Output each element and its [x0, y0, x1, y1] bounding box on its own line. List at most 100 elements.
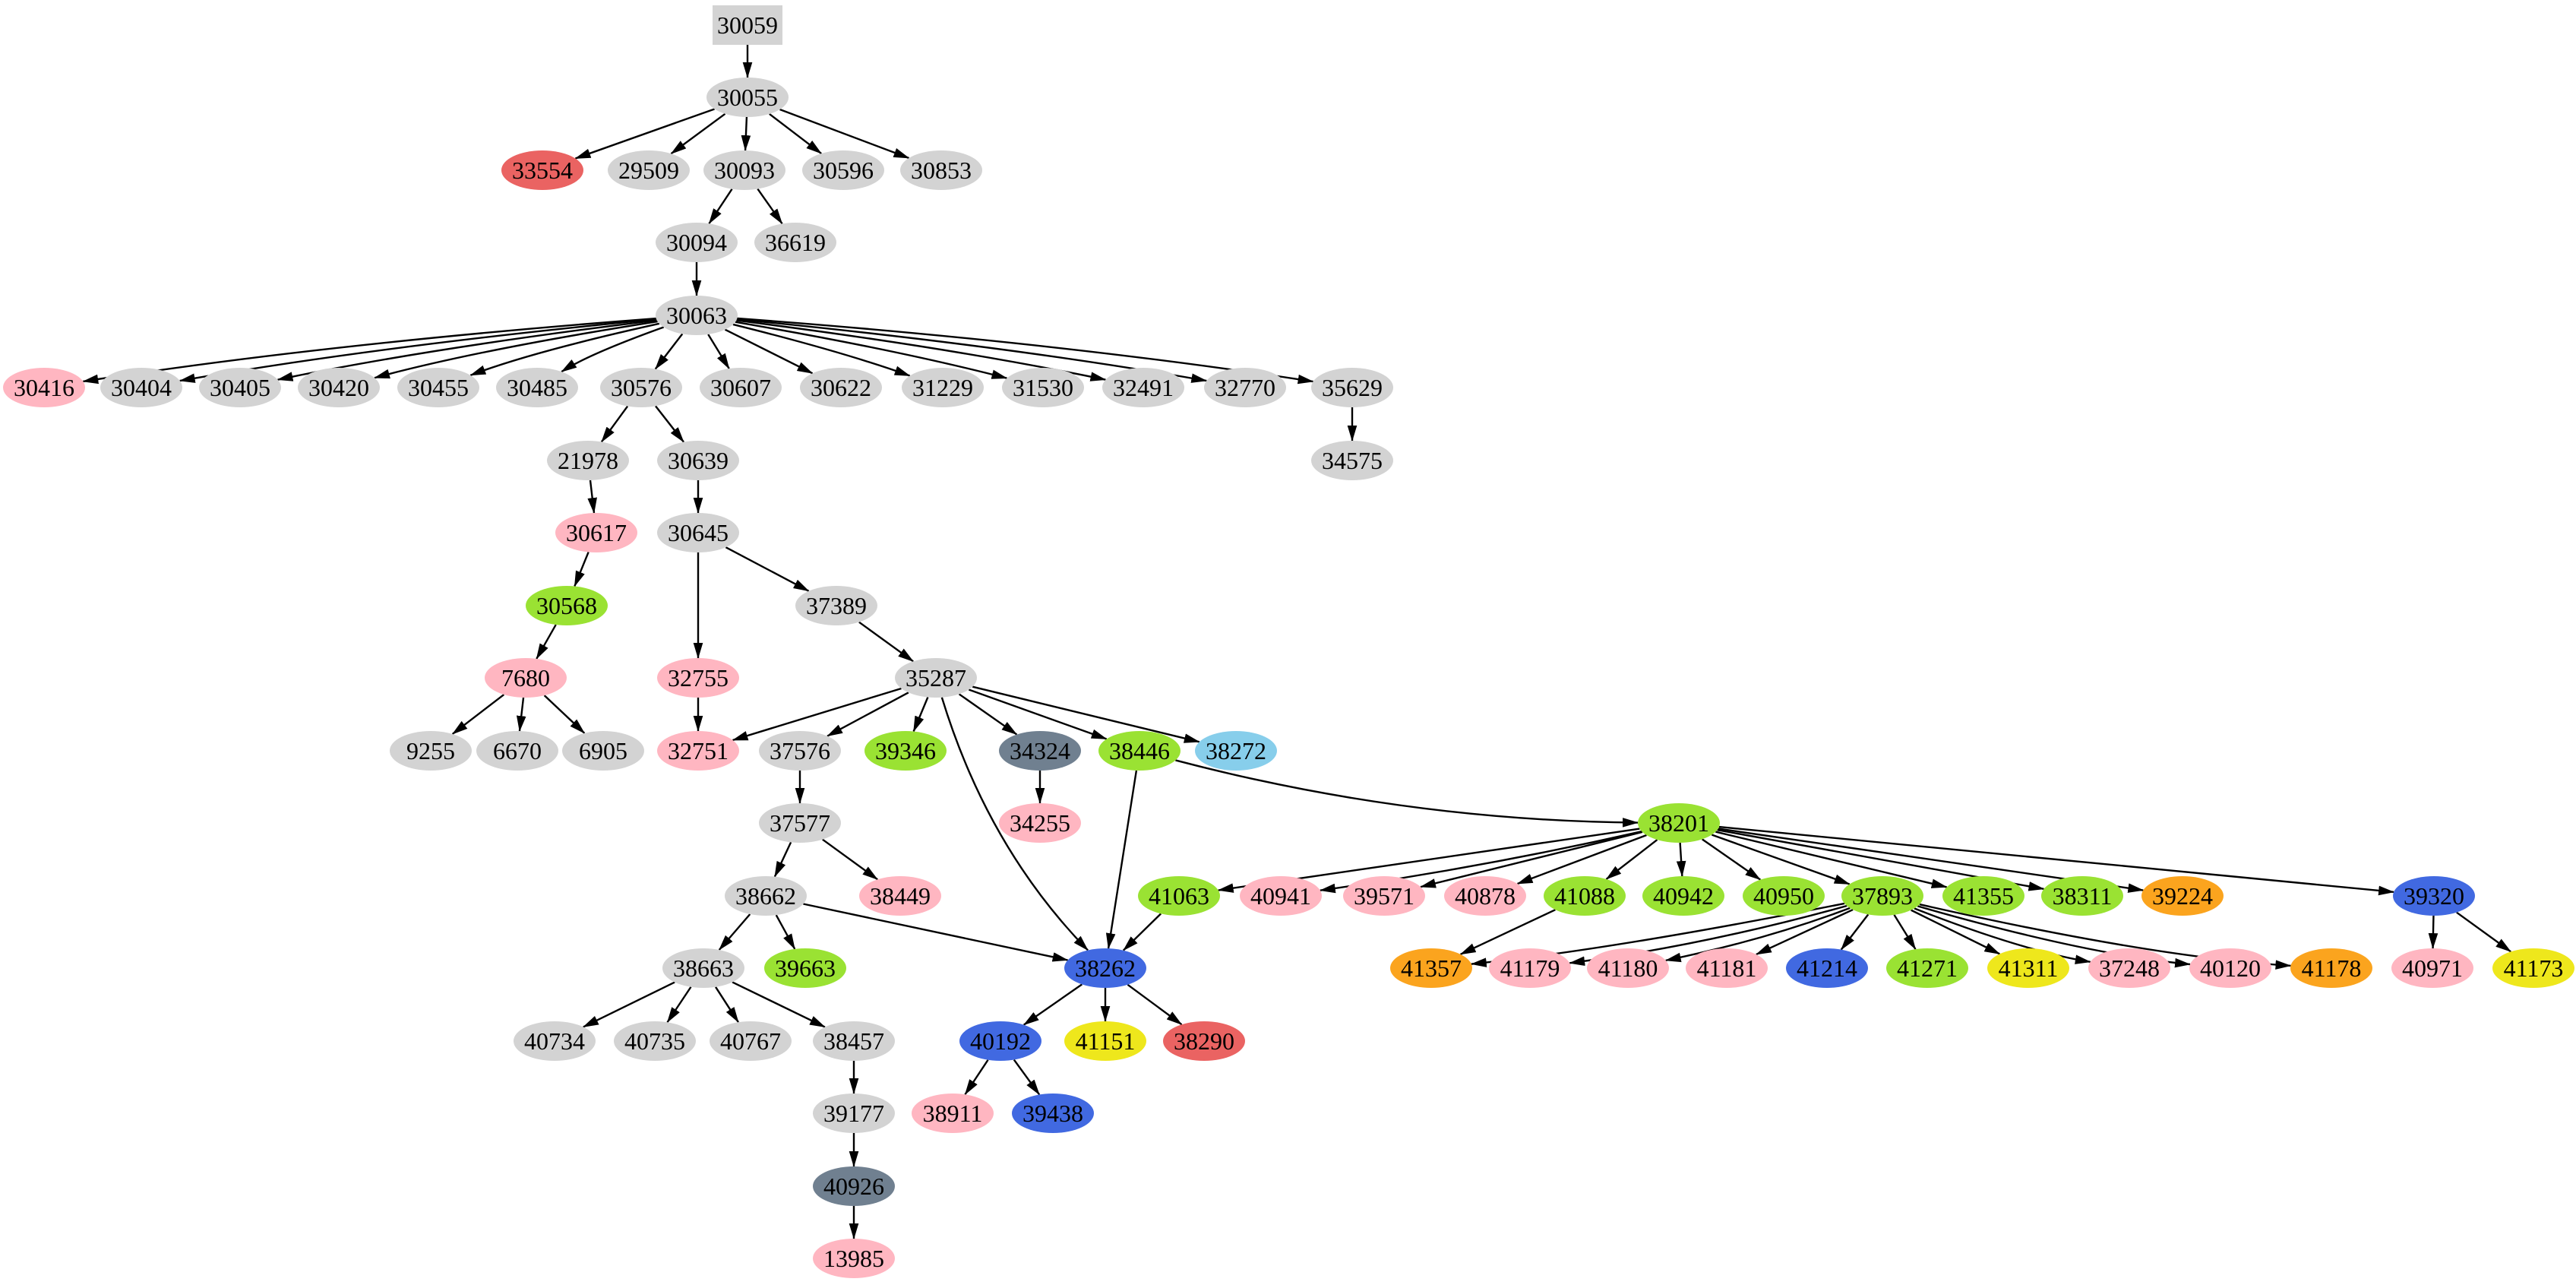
graph-node-33554: 33554: [501, 150, 583, 190]
graph-node-41271: 41271: [1886, 948, 1968, 988]
graph-node-38911: 38911: [912, 1094, 994, 1133]
edge-39320-41173: [2456, 911, 2511, 953]
node-label-37893: 37893: [1852, 882, 1913, 910]
edge-38201-39571: [1420, 831, 1643, 888]
node-label-31229: 31229: [912, 374, 973, 401]
node-shape-41063: [1138, 876, 1220, 916]
graph-node-38663: 38663: [662, 948, 744, 988]
graph-node-32751: 32751: [657, 731, 739, 771]
node-shape-40971: [2391, 948, 2473, 988]
node-shape-41214: [1786, 948, 1868, 988]
node-shape-30059: [713, 5, 782, 45]
edge-30063-30576: [654, 333, 684, 370]
node-shape-30617: [555, 513, 637, 552]
node-shape-31530: [1002, 368, 1084, 407]
node-label-30093: 30093: [714, 157, 775, 184]
graph-node-6905: 6905: [562, 731, 644, 771]
edge-37577-38662: [773, 841, 792, 878]
node-shape-30094: [656, 223, 738, 262]
node-shape-40734: [514, 1021, 596, 1061]
node-label-39320: 39320: [2404, 882, 2464, 910]
node-shape-21978: [547, 441, 629, 480]
edge-38446-38201: [1175, 759, 1639, 828]
node-shape-39177: [813, 1094, 895, 1133]
node-label-34324: 34324: [1010, 737, 1070, 764]
node-shape-38262: [1064, 948, 1146, 988]
graph-node-39177: 39177: [813, 1094, 895, 1133]
node-label-38201: 38201: [1648, 809, 1709, 837]
node-shape-6670: [476, 731, 558, 771]
node-label-41151: 41151: [1076, 1027, 1136, 1055]
node-shape-40878: [1444, 876, 1526, 916]
edge-7680-6905: [543, 695, 586, 734]
edge-38262-38290: [1127, 983, 1183, 1026]
graph-node-41355: 41355: [1942, 876, 2024, 916]
edge-38663-40767: [715, 986, 739, 1024]
node-shape-38449: [859, 876, 941, 916]
graph-node-41357: 41357: [1390, 948, 1472, 988]
node-label-40950: 40950: [1753, 882, 1814, 910]
node-shape-39438: [1012, 1094, 1094, 1133]
node-label-30405: 30405: [210, 374, 270, 401]
node-label-30420: 30420: [308, 374, 369, 401]
node-shape-41173: [2492, 948, 2574, 988]
edge-7680-9255: [451, 694, 505, 735]
node-shape-37893: [1841, 876, 1923, 916]
node-label-30617: 30617: [566, 519, 627, 546]
node-label-7680: 7680: [501, 664, 550, 692]
node-label-38911: 38911: [923, 1100, 983, 1127]
node-shape-40926: [813, 1166, 895, 1206]
node-shape-30455: [397, 368, 479, 407]
graph-node-30094: 30094: [656, 223, 738, 262]
node-label-35629: 35629: [1322, 374, 1383, 401]
node-label-40192: 40192: [970, 1027, 1031, 1055]
edge-38663-40735: [666, 986, 692, 1024]
node-label-30645: 30645: [668, 519, 729, 546]
node-label-34575: 34575: [1322, 447, 1383, 474]
node-shape-34324: [999, 731, 1081, 771]
graph-node-30063: 30063: [656, 296, 738, 335]
graph-node-40926: 40926: [813, 1166, 895, 1206]
node-shape-38272: [1195, 731, 1277, 771]
node-shape-36619: [754, 223, 836, 262]
node-shape-32770: [1204, 368, 1286, 407]
graph-node-36619: 36619: [754, 223, 836, 262]
node-label-38446: 38446: [1109, 737, 1170, 764]
edge-30576-30639: [655, 405, 684, 443]
node-label-41173: 41173: [2504, 954, 2564, 982]
node-shape-38662: [725, 876, 807, 916]
node-shape-31229: [902, 368, 984, 407]
graph-node-39438: 39438: [1012, 1094, 1094, 1133]
graph-node-41311: 41311: [1987, 948, 2069, 988]
node-label-32755: 32755: [668, 664, 729, 692]
node-shape-38311: [2041, 876, 2123, 916]
node-label-40942: 40942: [1653, 882, 1714, 910]
node-label-30055: 30055: [717, 84, 778, 111]
node-shape-30063: [656, 296, 738, 335]
node-label-30404: 30404: [111, 374, 172, 401]
node-label-30059: 30059: [717, 11, 778, 39]
node-shape-32491: [1102, 368, 1184, 407]
edge-35287-38262: [940, 697, 1089, 951]
edge-38662-38663: [718, 913, 751, 951]
graph-node-39571: 39571: [1343, 876, 1425, 916]
node-label-30607: 30607: [710, 374, 771, 401]
graph-node-40878: 40878: [1444, 876, 1526, 916]
edge-30576-21978: [600, 405, 629, 443]
node-label-30455: 30455: [408, 374, 469, 401]
graph-node-38457: 38457: [813, 1021, 895, 1061]
edge-35287-37576: [827, 692, 909, 737]
node-shape-38290: [1163, 1021, 1245, 1061]
node-label-38457: 38457: [823, 1027, 884, 1055]
graph-node-40192: 40192: [959, 1021, 1041, 1061]
graph-node-29509: 29509: [608, 150, 690, 190]
node-label-41271: 41271: [1897, 954, 1958, 982]
graph-node-30455: 30455: [397, 368, 479, 407]
graph-node-34575: 34575: [1311, 441, 1393, 480]
graph-node-32491: 32491: [1102, 368, 1184, 407]
node-shape-34255: [999, 803, 1081, 843]
graph-node-34255: 34255: [999, 803, 1081, 843]
edge-38201-41355: [1715, 831, 1948, 888]
edge-30093-30094: [708, 188, 733, 225]
